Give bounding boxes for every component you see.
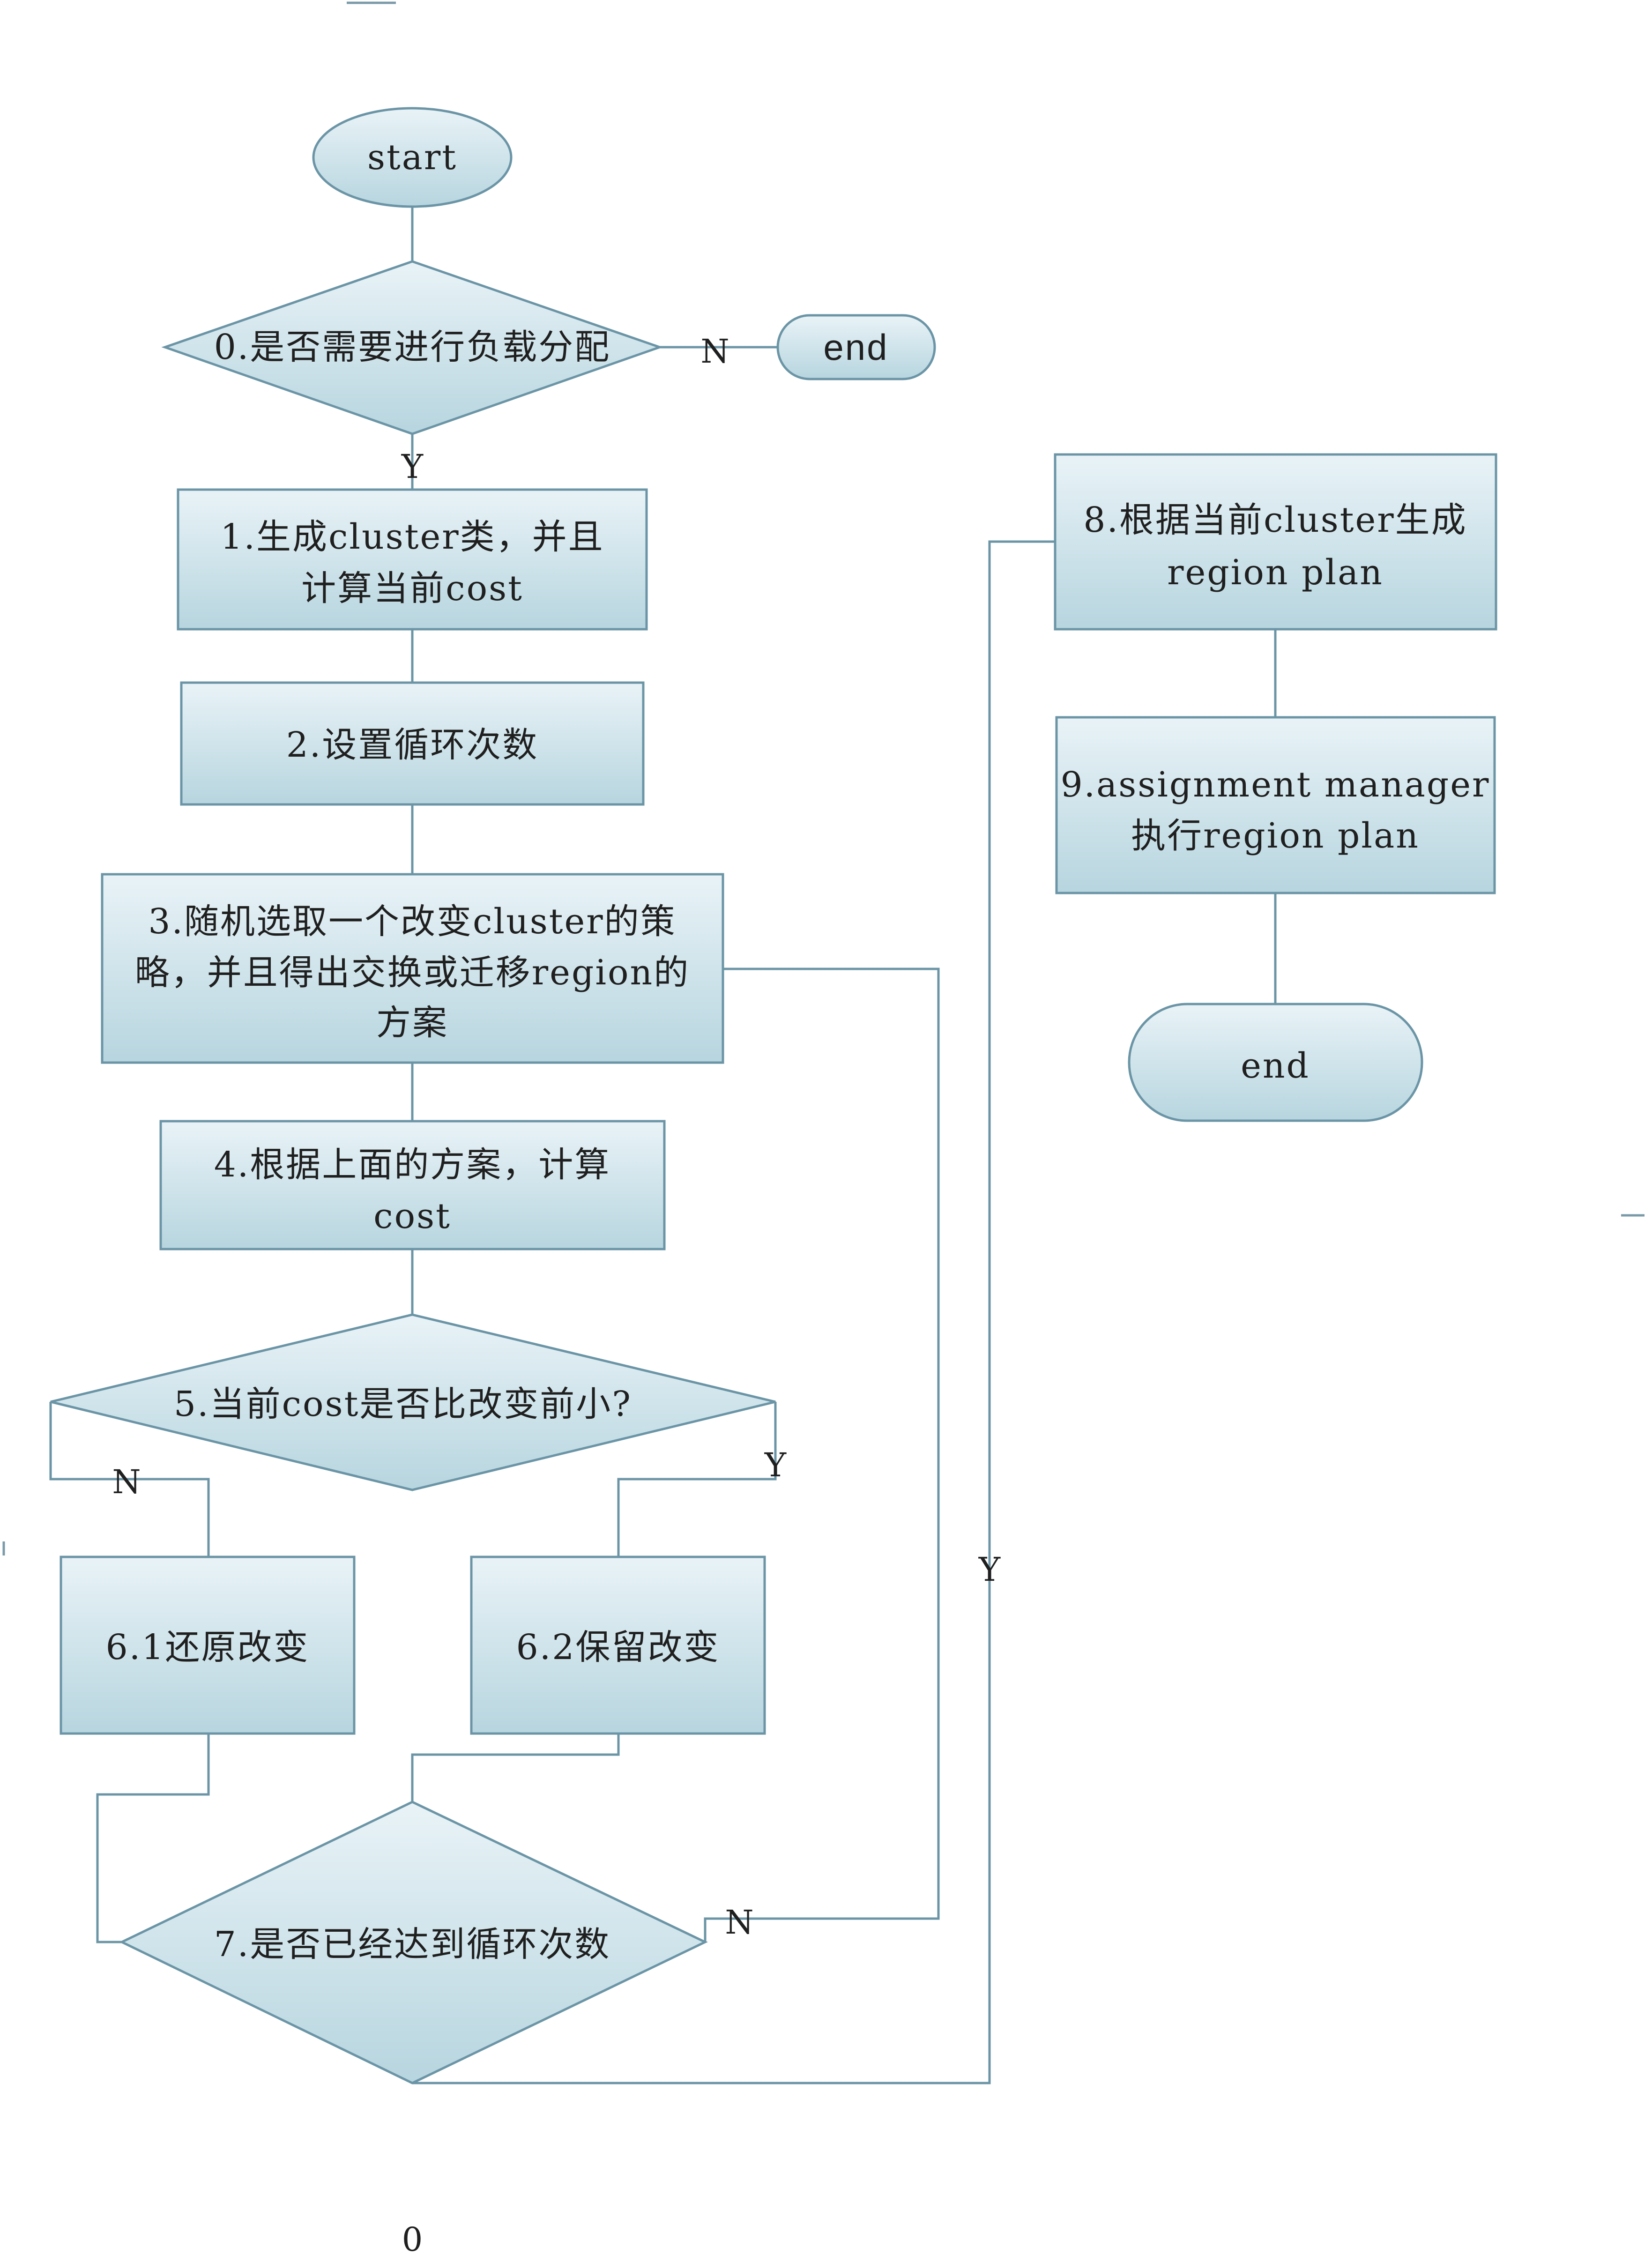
process-revert-change-label: 6.1还原改变 (106, 1627, 310, 1667)
connectors (49, 206, 1277, 2084)
edge-n7-no-loop-to-n3 (704, 967, 940, 1942)
process-compute-cost (159, 1120, 666, 1250)
edge-label-n7-yes: Y (978, 1550, 1001, 1589)
edge-label-n5-no: N (112, 1463, 141, 1501)
process-execute-region-plan (1055, 716, 1496, 894)
process-revert-change (60, 1555, 356, 1735)
decision-cost-smaller (50, 1313, 776, 1491)
process-compute-cost-label-1: 4.根据上面的方案，计算 (214, 1145, 611, 1185)
end-terminal-bottom (1128, 1003, 1423, 1122)
process-execute-region-plan-label-2: 执行region plan (1131, 816, 1420, 856)
edge-label-n0-no: N (700, 332, 729, 371)
start-label: start (367, 137, 457, 178)
process-generate-cluster (177, 488, 648, 631)
edge-n61-to-n7 (96, 1734, 210, 1943)
process-random-strategy (101, 873, 724, 1064)
process-execute-region-plan-label-1: 9.assignment manager (1061, 765, 1490, 805)
process-generate-region-plan-label-1: 8.根据当前cluster生成 (1083, 500, 1467, 540)
page-footer-mark: 0 (402, 2220, 423, 2255)
edge-n7-yes-to-n8 (412, 540, 1055, 2084)
process-compute-cost-label-2: cost (373, 1196, 451, 1236)
process-keep-change-label: 6.2保留改变 (516, 1627, 720, 1667)
process-random-strategy-label-1: 3.随机选取一个改变cluster的策 (148, 901, 676, 942)
edge-n62-to-n7 (411, 1734, 620, 1802)
decision-loop-reached-label: 7.是否已经达到循环次数 (214, 1924, 611, 1965)
process-set-loop-count (180, 681, 645, 806)
process-random-strategy-label-3: 方案 (376, 1003, 448, 1043)
process-set-loop-count-label: 2.设置循环次数 (286, 725, 539, 765)
end-terminal-top-label: end (823, 327, 888, 368)
process-generate-region-plan-label-2: region plan (1167, 552, 1384, 593)
decision-load-balance (161, 260, 663, 435)
process-random-strategy-label-2: 略，并且得出交换或迁移region的 (135, 953, 690, 993)
edge-label-n7-no: N (725, 1903, 753, 1942)
edge-label-n5-yes: Y (764, 1446, 787, 1484)
start-terminal (312, 107, 513, 208)
process-generate-region-plan (1054, 453, 1497, 631)
edge-n5-yes-to-n62 (617, 1402, 777, 1557)
process-generate-cluster-label-1: 1.生成cluster类，并且 (220, 517, 604, 557)
end-terminal-bottom-label: end (1241, 1046, 1310, 1086)
decision-cost-smaller-label: 5.当前cost是否比改变前小? (174, 1384, 632, 1424)
process-keep-change (470, 1555, 766, 1735)
process-generate-cluster-label-2: 计算当前cost (301, 568, 523, 609)
edge-n5-no-to-n61 (49, 1402, 210, 1557)
decision-loop-reached (119, 1801, 708, 2084)
edge-label-n0-yes: Y (401, 447, 424, 486)
decision-load-balance-label: 0.是否需要进行负载分配 (214, 327, 611, 367)
end-terminal-top (776, 314, 936, 380)
